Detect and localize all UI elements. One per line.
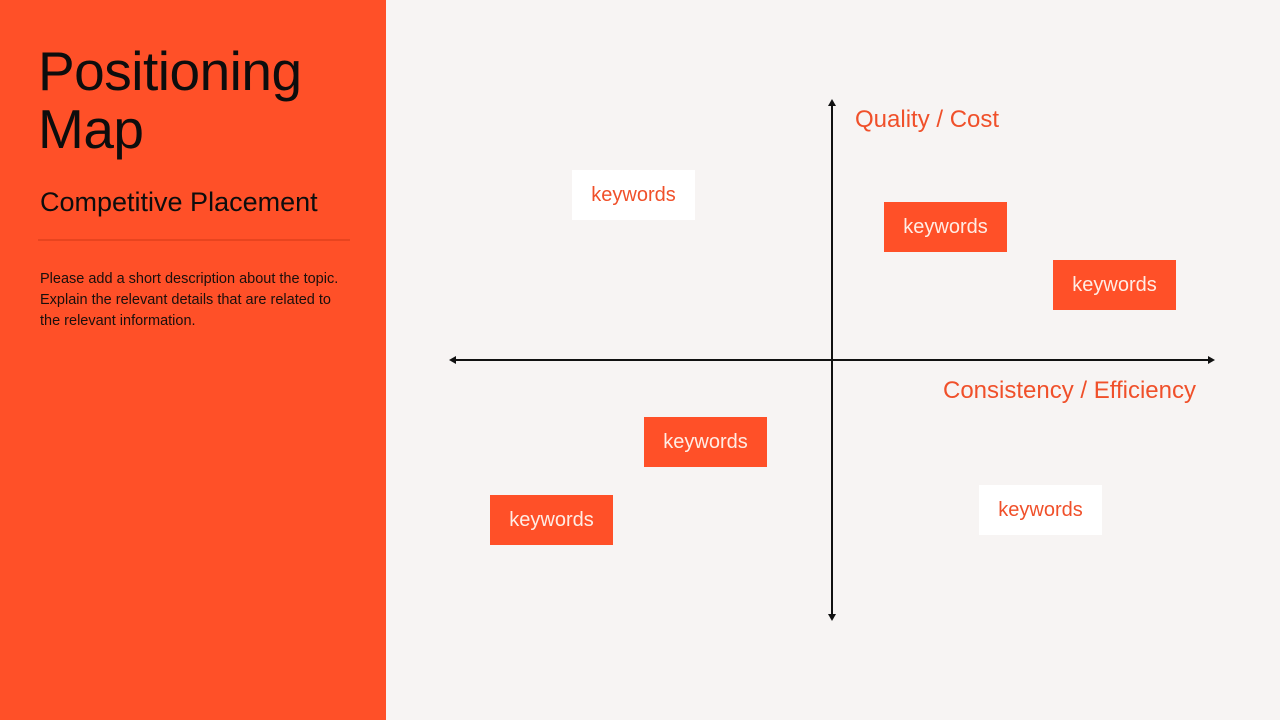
positioning-map: Quality / Cost Consistency / Efficiency … xyxy=(386,0,1280,720)
arrow-left-icon xyxy=(449,356,456,364)
description-text: Please add a short description about the… xyxy=(40,271,339,329)
keyword-box-top-left: keywords xyxy=(572,170,695,220)
page-title: Positioning Map xyxy=(38,40,302,160)
arrow-down-icon xyxy=(828,614,836,621)
divider xyxy=(38,239,350,241)
keyword-box-top-right-2: keywords xyxy=(1053,260,1176,310)
y-axis-line xyxy=(831,103,833,619)
page-subtitle: Competitive Placement xyxy=(40,187,318,217)
x-axis-label: Consistency / Efficiency xyxy=(943,377,1196,404)
sidebar-panel: Positioning Map Competitive Placement Pl… xyxy=(0,0,386,720)
keyword-box-top-right-1: keywords xyxy=(884,202,1007,252)
keyword-box-bottom-left-1: keywords xyxy=(644,417,767,467)
keyword-box-bottom-right: keywords xyxy=(979,485,1102,535)
y-axis-label: Quality / Cost xyxy=(855,106,1000,133)
x-axis-line xyxy=(453,359,1212,361)
arrow-right-icon xyxy=(1208,356,1215,364)
keyword-box-bottom-left-2: keywords xyxy=(490,495,613,545)
arrow-up-icon xyxy=(828,99,836,106)
